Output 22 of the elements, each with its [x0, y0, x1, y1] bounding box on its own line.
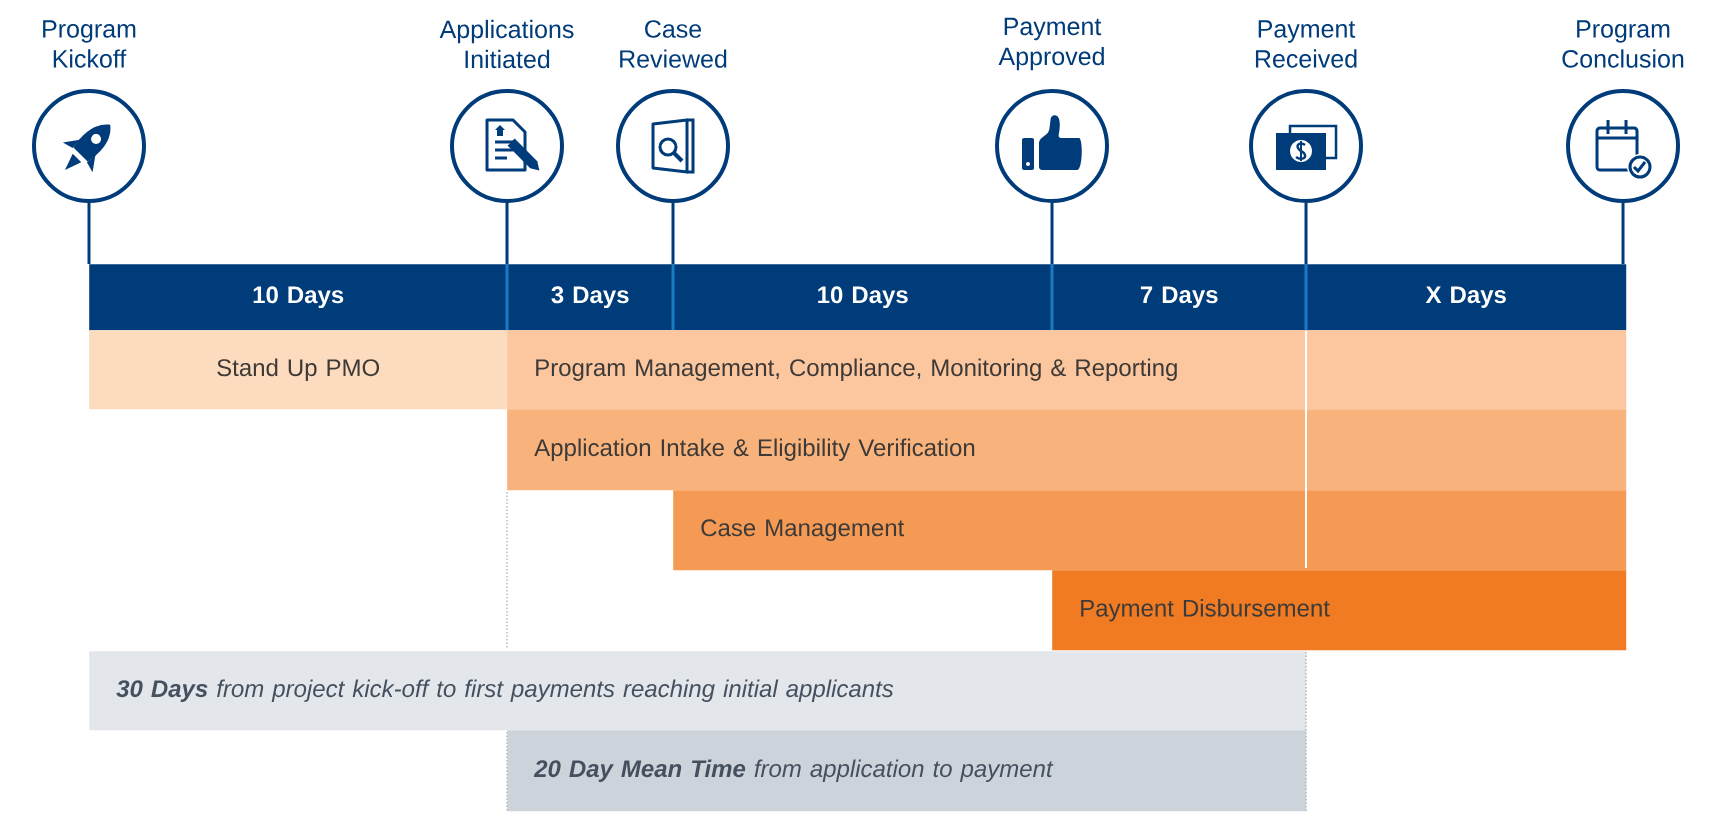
summary-bar: 20 Day Mean Time from application to payment — [507, 730, 1307, 812]
milestone-heading: Program Conclusion — [1562, 20, 1684, 68]
milestone-heading: Program Kickoff — [43, 20, 136, 68]
phase-bar: Stand Up PMO — [89, 330, 508, 410]
timeline-segment: 3 Days — [507, 264, 674, 331]
timeline-segment: X Days — [1306, 264, 1627, 331]
milestone-stem — [1050, 203, 1054, 264]
milestone-stem — [1304, 203, 1308, 264]
milestone-heading: Payment Approved — [998, 17, 1104, 71]
phase-bar: Case Management — [673, 490, 1627, 571]
phase-bar: Payment Disbursement — [1052, 570, 1627, 651]
phase-bar: Program Management, Compliance, Monitoring & Reporting — [507, 330, 1627, 410]
milestone-heading: Payment Received — [1255, 20, 1357, 68]
milestone-stem — [505, 203, 509, 264]
summary-bar: 30 Days from project kick-off to first payments reaching initial applicants — [89, 651, 1307, 731]
milestone-heading: Applications Initiated — [439, 19, 574, 69]
timeline-segment: 7 Days — [1052, 264, 1307, 331]
phase-bar: Application Intake & Eligibility Verification — [507, 409, 1627, 491]
milestone-heading: Case Reviewed — [620, 20, 727, 68]
milestone-stem — [671, 203, 675, 264]
milestone-stem — [87, 203, 91, 264]
milestone-stem — [1621, 203, 1625, 264]
